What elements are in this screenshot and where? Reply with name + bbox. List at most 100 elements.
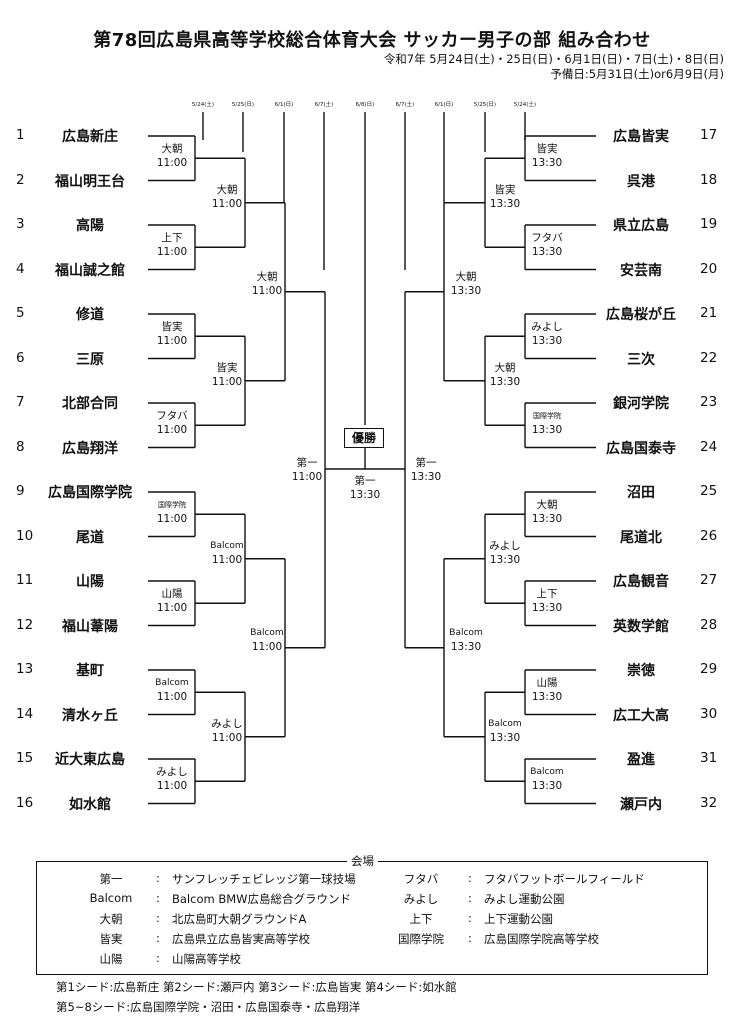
team-number: 3 xyxy=(16,216,25,232)
round-date: 6/7(土) xyxy=(395,102,415,108)
team-number: 4 xyxy=(16,260,25,277)
match-time: 13:30 xyxy=(531,246,563,259)
match-time: 13:30 xyxy=(531,780,563,793)
match-venue: Balcom xyxy=(210,540,244,551)
match-venue: 山陽 xyxy=(161,588,183,601)
team-number: 8 xyxy=(16,438,25,455)
team-name: 近大東広島 xyxy=(55,752,125,768)
team-name: 広島翔洋 xyxy=(62,440,118,457)
team-number: 9 xyxy=(16,483,25,499)
team-number: 10 xyxy=(16,527,34,544)
team-name: 三次 xyxy=(627,351,655,368)
team-name: 山陽 xyxy=(76,574,104,590)
match-time: 13:30 xyxy=(489,553,521,566)
venue-legend-title: 会場 xyxy=(347,853,378,869)
match-time: 13:30 xyxy=(410,470,442,483)
match-time: 11:00 xyxy=(211,553,243,566)
team-name: 広島国際学院 xyxy=(48,485,132,501)
venue-colon: : xyxy=(468,871,472,885)
match-venue: 皆実 xyxy=(536,143,558,156)
team-number: 18 xyxy=(700,171,718,188)
team-number: 24 xyxy=(700,438,718,455)
team-name: 清水ヶ丘 xyxy=(62,707,118,724)
team-name: 呉港 xyxy=(627,173,655,190)
team-name: 福山誠之館 xyxy=(55,262,125,279)
venue-abbr: 大朝 xyxy=(99,912,123,926)
venue-abbr: 皆実 xyxy=(99,932,123,946)
match-venue: みよし xyxy=(156,766,188,779)
team-number: 25 xyxy=(700,483,718,499)
team-number: 15 xyxy=(16,750,34,766)
team-name: 広島国泰寺 xyxy=(606,440,676,457)
team-number: 13 xyxy=(16,661,34,677)
match-time: 13:30 xyxy=(450,284,482,297)
team-number: 20 xyxy=(700,260,718,277)
team-name: 広島皆実 xyxy=(613,129,669,145)
seeds-line-2: 第5~8シード:広島国際学院・沼田・広島国泰寺・広島翔洋 xyxy=(56,1000,361,1014)
venue-colon: : xyxy=(468,911,472,925)
venue-abbr: 第一 xyxy=(99,872,123,886)
team-name: 盈進 xyxy=(627,752,655,768)
team-name: 如水館 xyxy=(69,796,111,813)
match-time: 13:30 xyxy=(531,157,563,170)
venue-name: フタバフットボールフィールド xyxy=(484,872,645,886)
round-date: 5/25(日) xyxy=(231,102,255,108)
venue-colon: : xyxy=(156,931,160,945)
match-venue: みよし xyxy=(489,539,521,552)
venue-name: 広島国際学院高等学校 xyxy=(484,932,599,946)
match-venue: 山陽 xyxy=(536,677,558,690)
page-title: 第78回広島県高等学校総合体育大会 サッカー男子の部 組み合わせ xyxy=(93,30,651,51)
team-number: 27 xyxy=(700,572,718,588)
team-number: 26 xyxy=(700,527,718,544)
team-number: 19 xyxy=(700,216,718,232)
match-venue: みよし xyxy=(531,321,563,334)
match-venue: 皆実 xyxy=(216,361,238,374)
match-venue: 大朝 xyxy=(494,361,516,374)
match-venue: 大朝 xyxy=(256,270,278,283)
match-venue: 国際学院 xyxy=(157,501,186,510)
team-name: 銀河学院 xyxy=(613,396,669,412)
match-venue: みよし xyxy=(211,717,243,730)
team-name: 広島桜が丘 xyxy=(606,307,676,323)
team-number: 6 xyxy=(16,349,25,366)
match-time: 13:30 xyxy=(531,691,563,704)
match-time: 11:00 xyxy=(211,731,243,744)
team-number: 28 xyxy=(700,616,718,633)
team-name: 安芸南 xyxy=(620,262,662,279)
match-venue: 国際学院 xyxy=(532,412,561,421)
team-number: 23 xyxy=(700,394,718,410)
team-name: 崇徳 xyxy=(627,663,655,679)
team-name: 尾道北 xyxy=(620,529,662,546)
match-venue: Balcom xyxy=(530,767,564,778)
match-venue: 皆実 xyxy=(161,321,183,334)
match-time: 13:30 xyxy=(489,731,521,744)
match-time: 13:30 xyxy=(531,335,563,348)
venue-colon: : xyxy=(468,891,472,905)
match-time: 11:00 xyxy=(156,780,188,793)
round-date: 5/24(土) xyxy=(191,102,215,108)
round-date: 6/7(土) xyxy=(314,102,334,108)
match-time: 13:30 xyxy=(531,424,563,437)
team-number: 7 xyxy=(16,394,25,410)
team-number: 21 xyxy=(700,305,718,321)
match-venue: 第一 xyxy=(296,456,318,469)
right-r1-match: Balcom 13:30 xyxy=(530,765,563,793)
match-venue: 上下 xyxy=(161,232,183,245)
team-number: 29 xyxy=(700,661,718,677)
team-number: 2 xyxy=(16,171,25,188)
champion-box: 優勝 xyxy=(344,428,384,448)
match-venue: フタバ xyxy=(531,232,563,245)
match-time: 13:30 xyxy=(489,375,521,388)
round-date: 6/1(日) xyxy=(434,102,454,108)
